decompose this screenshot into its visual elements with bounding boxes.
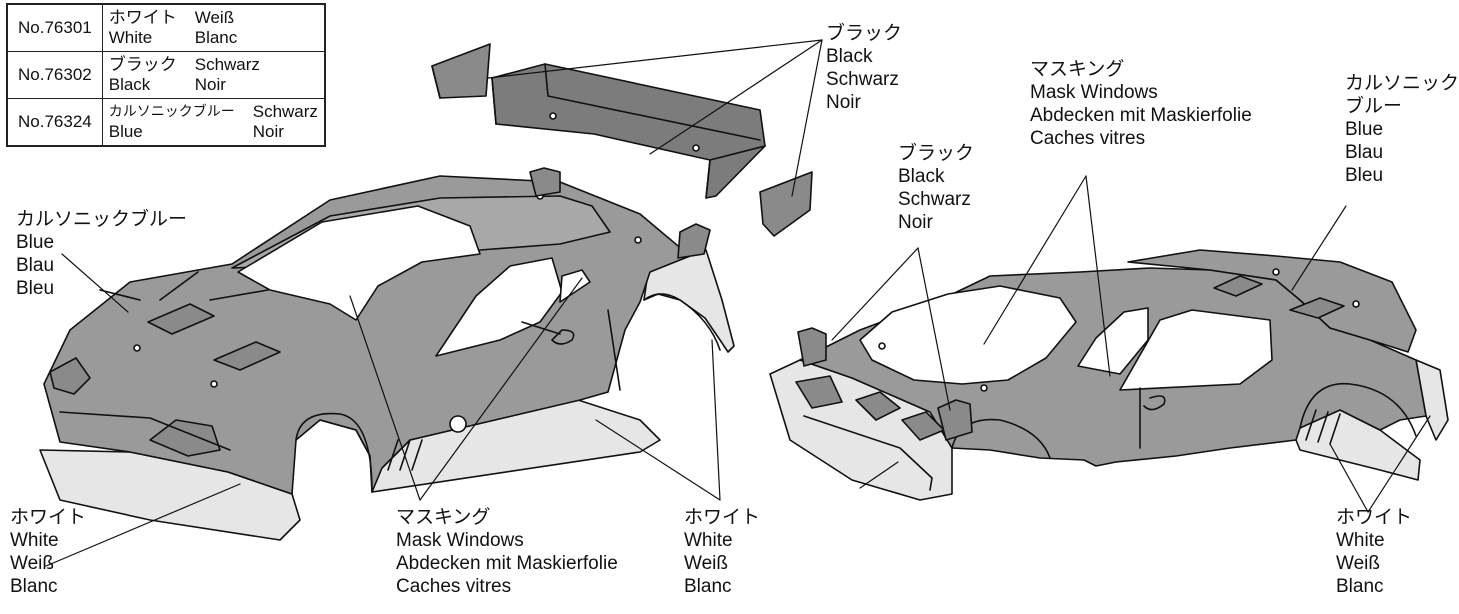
- color-en: White: [108, 28, 153, 47]
- color-de: Schwarz: [252, 102, 318, 121]
- label-mask-windows-right: マスキング Mask Windows Abdecken mit Maskierf…: [1030, 58, 1252, 149]
- car-left: [39, 167, 735, 541]
- color-jp: ブラック: [108, 55, 177, 75]
- color-en: Black: [108, 75, 151, 94]
- label-white-right: ホワイト White Weiß Blanc: [1336, 506, 1413, 597]
- color-fr: Noir: [252, 122, 284, 141]
- color-jp: カルソニックブルー: [108, 104, 235, 120]
- label-black-mounts: ブラック Black Schwarz Noir: [898, 142, 975, 233]
- label-white-left: ホワイト White Weiß Blanc: [10, 506, 87, 597]
- color-fr: Noir: [194, 75, 226, 94]
- leader-lines: [45, 39, 1431, 567]
- wing-endplate-left: [431, 43, 491, 99]
- label-white-center: ホワイト White Weiß Blanc: [684, 506, 761, 597]
- label-mask-windows-left: マスキング Mask Windows Abdecken mit Maskierf…: [396, 506, 618, 597]
- color-fr: Blanc: [194, 28, 238, 47]
- color-en: Blue: [108, 122, 143, 141]
- part-number: No.76301: [6, 3, 103, 52]
- wing-endplate-right: [759, 171, 813, 237]
- color-de: Weiß: [194, 8, 235, 27]
- part-number: No.76324: [6, 98, 103, 147]
- car-right: [769, 249, 1449, 501]
- label-black-wing: ブラック Black Schwarz Noir: [826, 22, 903, 113]
- rear-wing: [491, 63, 766, 199]
- part-number: No.76302: [6, 51, 103, 99]
- label-blue-right: カルソニック ブルー Blue Blau Bleu: [1345, 72, 1459, 186]
- color-de: Schwarz: [194, 55, 260, 74]
- label-blue-left: カルソニックブルー Blue Blau Bleu: [16, 208, 188, 299]
- color-jp: ホワイト: [108, 8, 177, 28]
